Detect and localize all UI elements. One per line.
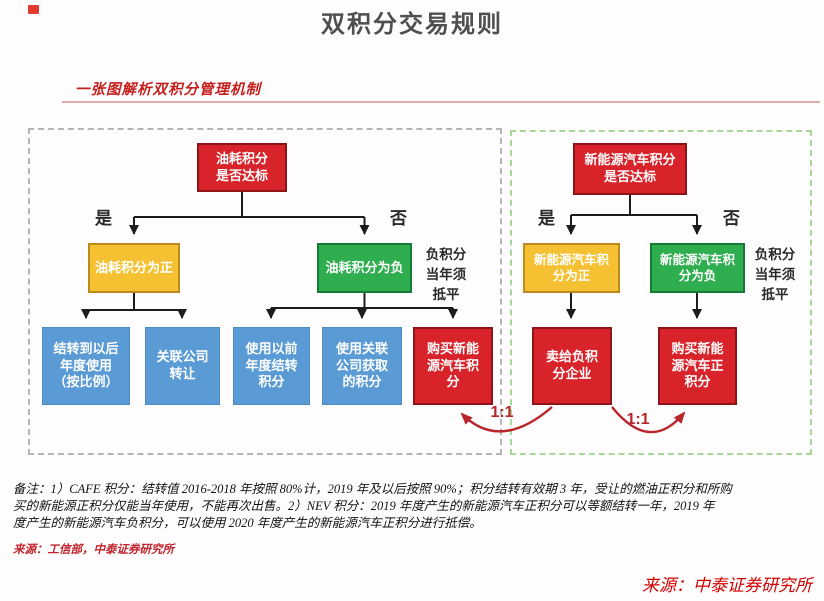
nev-no-label: 否 bbox=[723, 209, 740, 228]
nev-negative-node: 新能源汽车积 分为负 bbox=[650, 243, 745, 293]
note-line-2: 买的新能源正积分仅能当年使用，不能再次出售。2）NEV 积分：2019 年度产生… bbox=[13, 499, 715, 513]
note-line-3: 度产生的新能源汽车负积分，可以使用 2020 年度产生的新能源汽车正积分进行抵偿… bbox=[13, 516, 482, 530]
nev-credit-panel bbox=[510, 130, 812, 455]
fuel-negative-annotation: 负积分 当年须 抵平 bbox=[425, 247, 467, 302]
fuel-negative-node: 油耗积分为负 bbox=[317, 243, 412, 293]
outcome-buy-nev-positive-credits: 购买新能 源汽车正 积分 bbox=[658, 327, 737, 405]
fuel-credit-panel bbox=[28, 128, 502, 455]
nev-positive-node: 新能源汽车积 分为正 bbox=[523, 243, 620, 293]
outcome-use-affiliate-credits: 使用关联 公司获取 的积分 bbox=[322, 327, 402, 405]
header-divider bbox=[62, 101, 820, 103]
note-line-1: 备注：1）CAFE 积分：结转值 2016-2018 年按照 80%计，2019… bbox=[13, 482, 732, 496]
outcome-sell-to-negative-firms: 卖给负积 分企业 bbox=[532, 327, 612, 405]
trade-ratio-label-right: 1:1 bbox=[626, 411, 650, 428]
outcome-buy-nev-credits: 购买新能 源汽车积 分 bbox=[413, 327, 493, 405]
fuel-no-label: 否 bbox=[390, 209, 407, 228]
source-watermark: 来源：中泰证券研究所 bbox=[642, 576, 812, 595]
red-corner-mark-icon bbox=[28, 5, 39, 14]
page-title: 双积分交易规则 bbox=[321, 11, 503, 38]
outcome-use-prior-credits: 使用以前 年度结转 积分 bbox=[233, 327, 310, 405]
outcome-affiliate-transfer: 关联公司 转让 bbox=[145, 327, 220, 405]
fuel-root-node: 油耗积分 是否达标 bbox=[197, 143, 287, 192]
fuel-yes-label: 是 bbox=[95, 209, 112, 228]
source-caption: 来源：工信部，中泰证券研究所 bbox=[13, 544, 174, 556]
section-header: 一张图解析双积分管理机制 bbox=[75, 82, 261, 98]
trade-ratio-label-left: 1:1 bbox=[490, 404, 514, 421]
nev-root-node: 新能源汽车积分 是否达标 bbox=[573, 143, 687, 195]
outcome-carry-forward: 结转到以后 年度使用 （按比例） bbox=[42, 327, 130, 405]
fuel-positive-node: 油耗积分为正 bbox=[88, 243, 180, 293]
nev-yes-label: 是 bbox=[538, 209, 555, 228]
nev-negative-annotation: 负积分 当年须 抵平 bbox=[754, 247, 796, 302]
